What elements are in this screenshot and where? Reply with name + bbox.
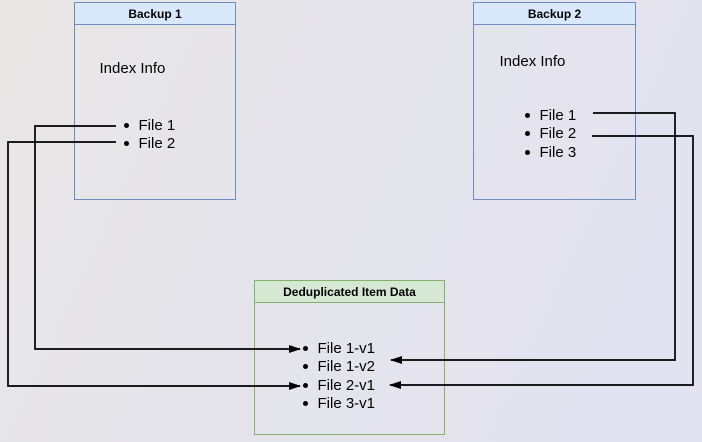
list-item: File 1	[123, 116, 176, 134]
backup1-index-info-label: Index Info	[99, 60, 166, 77]
bullet-icon	[123, 122, 129, 128]
list-item-label: File 3	[539, 143, 577, 161]
list-item: File 3-v1	[302, 394, 376, 413]
deduplicated-item-data-title: Deduplicated Item Data	[255, 281, 444, 303]
list-item: File 1-v1	[302, 339, 376, 357]
bullet-icon	[524, 131, 530, 137]
backup1-file-list: File 1 File 2	[123, 116, 176, 153]
list-item-label: File 1-v1	[317, 339, 376, 357]
list-item: File 2	[123, 135, 176, 153]
list-item-label: File 2-v1	[317, 376, 376, 394]
bullet-icon	[524, 112, 530, 118]
list-item: File 1	[524, 106, 577, 124]
list-item-label: File 2	[539, 125, 577, 143]
bullet-icon	[524, 149, 530, 155]
bullet-icon	[302, 382, 308, 388]
backup1-title: Backup 1	[75, 3, 235, 25]
backup2-box: Backup 2 Index Info File 1 File 2 File 3	[473, 2, 636, 200]
list-item: File 3	[524, 143, 577, 161]
backup2-title: Backup 2	[474, 3, 635, 25]
list-item-label: File 3-v1	[317, 395, 376, 413]
list-item: File 2-v1	[302, 376, 376, 394]
backup1-box: Backup 1 Index Info File 1 File 2	[74, 2, 236, 200]
backup2-index-info-label: Index Info	[499, 52, 566, 70]
list-item-label: File 2	[138, 135, 176, 153]
backup2-file-list: File 1 File 2 File 3	[524, 106, 577, 161]
bullet-icon	[302, 401, 308, 407]
list-item: File 1-v2	[302, 358, 376, 376]
deduplicated-item-data-box: Deduplicated Item Data File 1-v1 File 1-…	[254, 280, 445, 435]
bullet-icon	[302, 364, 308, 370]
list-item: File 2	[524, 125, 577, 143]
bullet-icon	[302, 345, 308, 351]
list-item-label: File 1	[539, 106, 577, 124]
dedup-file-list: File 1-v1 File 1-v2 File 2-v1 File 3-v1	[302, 339, 376, 413]
list-item-label: File 1-v2	[317, 358, 376, 376]
list-item-label: File 1	[138, 116, 176, 134]
bullet-icon	[123, 141, 129, 147]
